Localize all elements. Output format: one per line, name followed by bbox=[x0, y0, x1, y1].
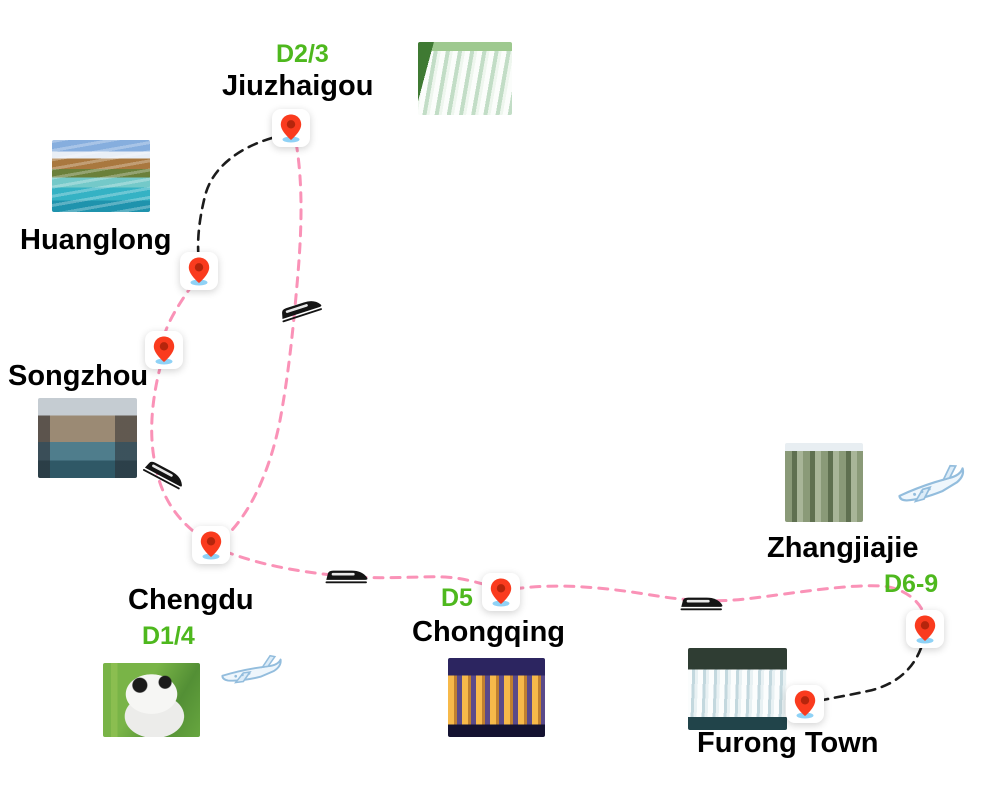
huanglong-pin bbox=[180, 252, 218, 290]
songzhou-label: Songzhou bbox=[8, 360, 149, 392]
furong-town-label: Furong Town bbox=[697, 727, 879, 759]
furong-town-photo bbox=[688, 648, 787, 730]
location-pin-icon bbox=[914, 615, 936, 644]
chongqing-label: Chongqing bbox=[412, 616, 566, 648]
plane-icon bbox=[890, 453, 971, 519]
location-pin-icon bbox=[153, 336, 175, 365]
huanglong-photo bbox=[52, 140, 150, 212]
location-pin-icon bbox=[794, 690, 816, 719]
huanglong-label: Huanglong bbox=[20, 224, 172, 256]
chongqing-pin bbox=[482, 573, 520, 611]
jiuzhaigou-photo bbox=[418, 42, 512, 115]
chongqing-photo bbox=[448, 658, 545, 737]
zhangjiajie-photo bbox=[785, 443, 863, 522]
chengdu-label: Chengdu bbox=[128, 584, 254, 616]
train-icon bbox=[275, 290, 326, 327]
chengdu-day-label: D1/4 bbox=[142, 622, 195, 650]
location-pin-icon bbox=[490, 578, 512, 607]
jiuzhaigou-pin bbox=[272, 109, 310, 147]
route-huanglong-songzhou bbox=[162, 282, 195, 338]
location-pin-icon bbox=[280, 114, 302, 143]
location-pin-icon bbox=[200, 531, 222, 560]
route-jiuzhaigou-huanglong bbox=[196, 136, 274, 264]
furong-town-pin bbox=[786, 685, 824, 723]
chengdu-pin bbox=[192, 526, 230, 564]
route-chengdu-jiuzhaigou bbox=[220, 140, 303, 542]
zhangjiajie-pin bbox=[906, 610, 944, 648]
train-icon bbox=[139, 453, 191, 496]
route-zhangjiajie-furongtown bbox=[816, 646, 923, 703]
plane-icon bbox=[218, 650, 284, 692]
jiuzhaigou-day-label: D2/3 bbox=[276, 40, 329, 68]
songzhou-photo bbox=[38, 398, 137, 478]
jiuzhaigou-label: Jiuzhaigou bbox=[222, 70, 374, 102]
chengdu-panda-photo bbox=[103, 663, 200, 737]
zhangjiajie-label: Zhangjiajie bbox=[767, 532, 919, 564]
songzhou-pin bbox=[145, 331, 183, 369]
zhangjiajie-day-label: D6-9 bbox=[884, 570, 939, 598]
chongqing-day-label: D5 bbox=[441, 584, 473, 612]
location-pin-icon bbox=[188, 257, 210, 286]
route-songzhou-chengdu bbox=[150, 362, 206, 541]
train-icon bbox=[324, 564, 370, 588]
train-icon bbox=[679, 591, 725, 615]
